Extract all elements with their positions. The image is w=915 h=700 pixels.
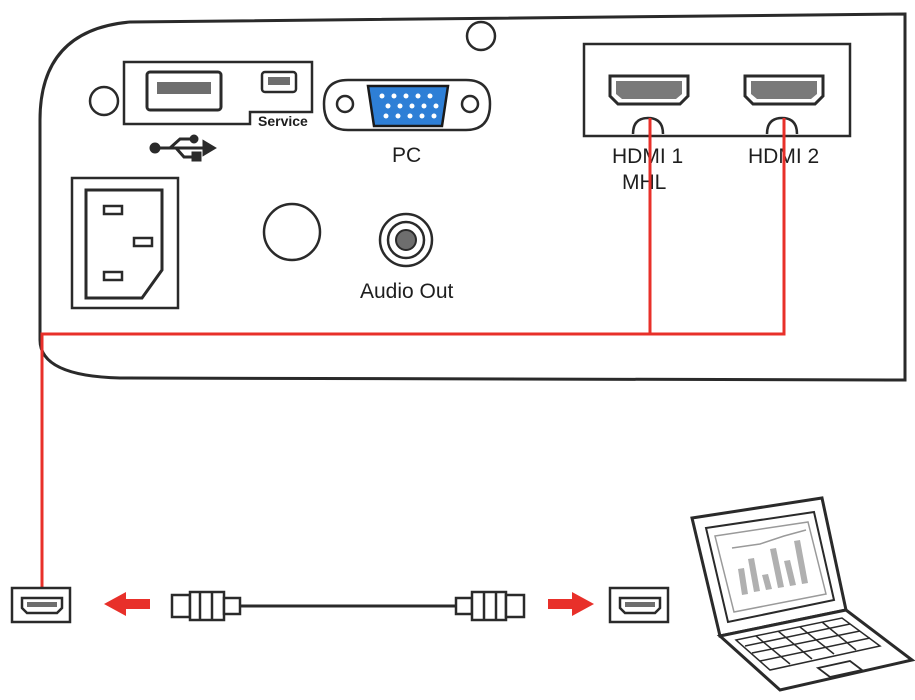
- hdmi1-label: HDMI 1: [612, 145, 683, 168]
- service-label: Service: [258, 113, 308, 129]
- audio-out-label: Audio Out: [360, 280, 454, 303]
- hdmi-plug-right: [454, 590, 526, 622]
- power-inlet-icon: [70, 176, 180, 310]
- projector-hdmi-port-icon: [10, 586, 72, 624]
- hdmi-plug-left: [170, 590, 242, 622]
- pc-label: PC: [392, 144, 421, 167]
- usb-icon: [149, 134, 217, 162]
- hdmi1-mhl-label: MHL: [622, 171, 666, 194]
- laptop-icon: [690, 496, 915, 692]
- screw-hole-top: [465, 20, 497, 52]
- arrow-left-icon: [104, 592, 150, 616]
- audio-out-port[interactable]: [378, 212, 434, 268]
- arrow-right-icon: [548, 592, 594, 616]
- hdmi-cable: [170, 590, 526, 622]
- vga-pc-port[interactable]: [322, 78, 492, 132]
- round-sensor: [262, 202, 322, 262]
- screw-hole-left: [88, 85, 120, 117]
- cable-route: [40, 118, 786, 588]
- laptop-hdmi-port-icon: [608, 586, 670, 624]
